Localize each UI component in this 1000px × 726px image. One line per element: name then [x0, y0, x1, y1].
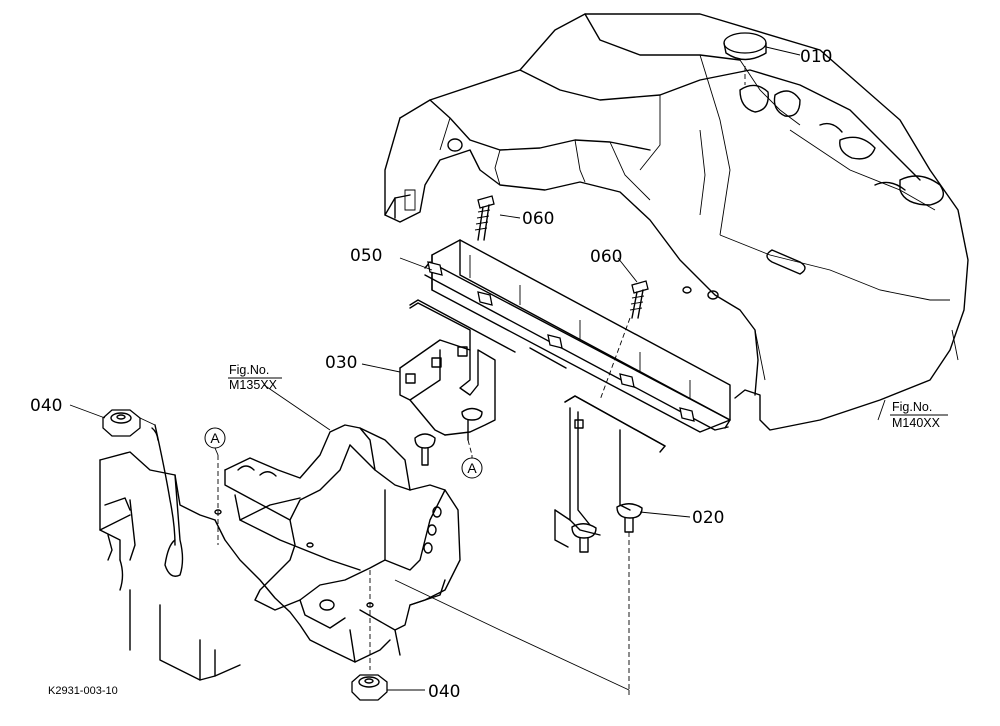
fig-reference-m140xx: Fig.No. M140XX [890, 400, 948, 430]
part-label-060-upper: 060 [522, 209, 554, 229]
bracket-030 [399, 302, 496, 466]
part-label-060-lower: 060 [590, 247, 622, 267]
fig-ref-left-line2: M135XX [229, 378, 278, 392]
callout-a-left: A [204, 427, 226, 449]
part-label-050: 050 [350, 246, 382, 266]
part-label-010: 010 [800, 47, 832, 67]
fig-ref-right-line1: Fig.No. [892, 400, 932, 414]
nut-040-upper [102, 409, 141, 437]
part-label-020: 020 [692, 508, 724, 528]
nut-040-lower [351, 674, 388, 701]
dashboard-panel-outline [384, 13, 969, 431]
bracket-020 [554, 395, 666, 690]
callout-a-left-text: A [210, 430, 220, 446]
part-label-040-upper: 040 [30, 396, 62, 416]
part-label-030: 030 [325, 353, 357, 373]
fig-reference-m135xx: Fig.No. M135XX [228, 363, 282, 392]
leader-lines [69, 46, 886, 695]
fig-ref-right-line2: M140XX [892, 416, 941, 430]
drawing-code: K2931-003-10 [48, 685, 118, 697]
meter-panel-050 [409, 239, 731, 447]
plug-010 [723, 32, 767, 85]
callout-a-center: A [461, 457, 483, 479]
lower-frame [99, 424, 461, 681]
bolt-060-lower [599, 280, 649, 401]
bolt-060-upper [474, 195, 495, 241]
callout-a-center-text: A [467, 460, 477, 476]
fig-ref-left-line1: Fig.No. [229, 363, 269, 377]
part-label-040-lower: 040 [428, 682, 460, 702]
